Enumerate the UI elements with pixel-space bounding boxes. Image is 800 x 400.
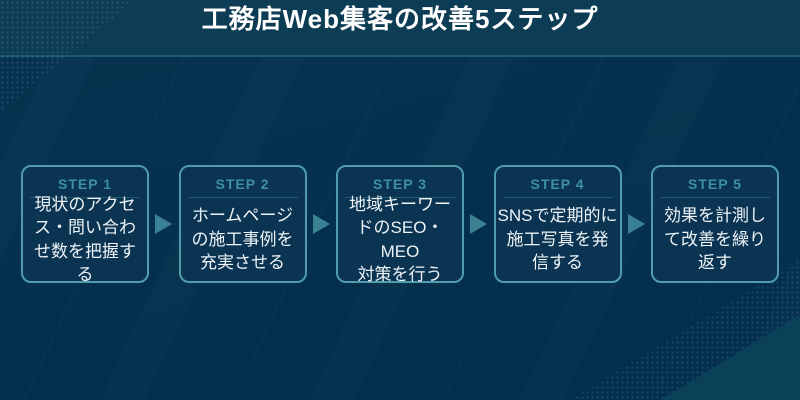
arrow-right-icon xyxy=(155,214,173,234)
dotted-texture-top-left xyxy=(0,0,135,112)
step-text: 地域キーワー ドのSEO・MEO 対策を行う xyxy=(349,194,451,285)
page-title: 工務店Web集客の改善5ステップ xyxy=(201,4,599,34)
step-label: STEP 1 xyxy=(58,176,112,192)
step-text: 現状のアクセ ス・問い合わ せ数を把握す る xyxy=(34,194,136,285)
step-divider xyxy=(187,197,298,198)
step-label: STEP 4 xyxy=(530,176,585,192)
step-header: STEP 1 xyxy=(23,167,147,198)
step-body: 現状のアクセ ス・問い合わ せ数を把握す る xyxy=(23,195,147,285)
step-body: 効果を計測し て改善を繰り 返す xyxy=(653,198,777,281)
arrow-right-icon xyxy=(627,214,645,234)
step-body: SNSで定期的に 施工写真を発 信する xyxy=(496,198,620,281)
steps-flow: STEP 1 現状のアクセ ス・問い合わ せ数を把握す る STEP 2 ホーム… xyxy=(0,165,800,285)
step-box-2: STEP 2 ホームページ の施工事例を 充実させる xyxy=(178,165,307,283)
step-box-3: STEP 3 地域キーワー ドのSEO・MEO 対策を行う xyxy=(336,165,464,285)
step-text: ホームページ の施工事例を 充実させる xyxy=(191,206,294,273)
step-label: STEP 5 xyxy=(688,176,742,192)
step-label: STEP 3 xyxy=(373,176,427,192)
step-box-4: STEP 4 SNSで定期的に 施工写真を発 信する xyxy=(493,165,622,283)
step-header: STEP 5 xyxy=(653,167,777,198)
accent-triangle-bottom-right xyxy=(660,315,800,400)
step-box-1: STEP 1 現状のアクセ ス・問い合わ せ数を把握す る xyxy=(21,165,149,285)
step-divider xyxy=(502,197,613,198)
header-band: 工務店Web集客の改善5ステップ xyxy=(0,0,800,112)
step-label: STEP 2 xyxy=(215,176,270,192)
step-divider xyxy=(660,197,770,198)
step-header: STEP 2 xyxy=(181,167,305,198)
step-header: STEP 4 xyxy=(496,167,620,198)
step-text: 効果を計測し て改善を繰り 返す xyxy=(664,206,766,273)
step-divider xyxy=(30,197,140,198)
step-body: ホームページ の施工事例を 充実させる xyxy=(181,198,305,281)
step-header: STEP 3 xyxy=(338,167,462,198)
arrow-right-icon xyxy=(312,214,330,234)
step-text: SNSで定期的に 施工写真を発 信する xyxy=(497,206,618,273)
step-body: 地域キーワー ドのSEO・MEO 対策を行う xyxy=(338,195,462,285)
step-divider xyxy=(345,197,455,198)
step-box-5: STEP 5 効果を計測し て改善を繰り 返す xyxy=(651,165,779,283)
arrow-right-icon xyxy=(470,214,488,234)
